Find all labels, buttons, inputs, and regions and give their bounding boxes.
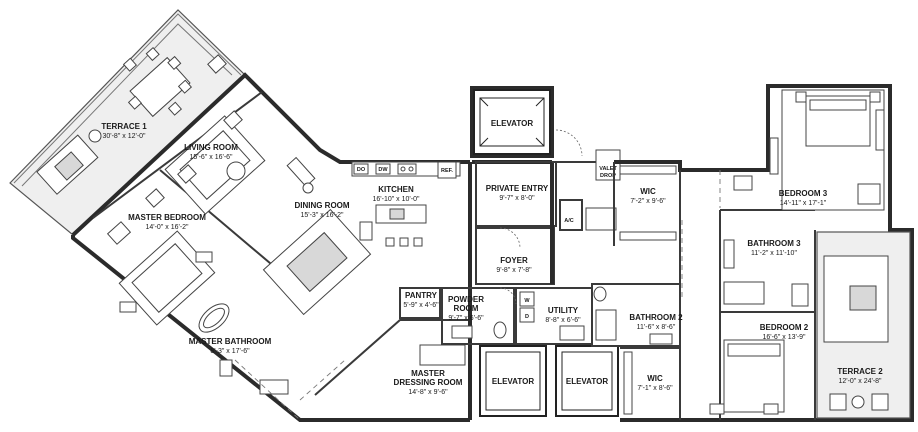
master-bathroom-fixtures — [198, 303, 301, 421]
dryer-label: D — [525, 314, 529, 320]
bedroom-3-label: BEDROOM 3 — [779, 189, 828, 198]
utility-label: UTILITY — [548, 306, 579, 315]
dining-room-furniture — [262, 182, 372, 316]
elevator-top — [473, 89, 551, 155]
bedroom-3-dims: 14'-11" x 17'-1" — [780, 200, 827, 207]
terrace-2-area — [816, 231, 911, 419]
terrace-2-dims: 12'-0" x 24'-8" — [838, 378, 882, 385]
powder-room-label-1: POWDER — [448, 295, 484, 304]
right-wing-walls — [591, 84, 914, 422]
elevator-top-label: ELEVATOR — [491, 119, 533, 128]
terrace-1-label: TERRACE 1 — [101, 122, 147, 131]
elevator-bottom-right-label: ELEVATOR — [566, 377, 608, 386]
elevator-bottom-left — [479, 345, 547, 417]
terrace-2-label: TERRACE 2 — [837, 367, 883, 376]
master-dressing-area — [299, 319, 470, 401]
powder-room-dims: 9'-7" x 6'-6" — [448, 315, 484, 322]
bathroom-3-dims: 11'-2" x 11'-10" — [751, 250, 797, 257]
master-bedroom-label: MASTER BEDROOM — [128, 213, 206, 222]
wic-1-fixtures — [619, 165, 677, 241]
powder-room-label-2: ROOM — [454, 304, 479, 313]
wic-1-label: WIC — [640, 187, 656, 196]
wic-2-fixtures — [623, 351, 633, 415]
utility-dims: 8'-8" x 6'-6" — [545, 317, 581, 324]
valet-label-1: VALET — [599, 166, 617, 172]
elevator-bottom-right — [555, 345, 619, 417]
terrace-1-dims: 30'-8" x 12'-0" — [102, 133, 146, 140]
master-bedroom-dims: 14'-0" x 16'-2" — [145, 224, 189, 231]
private-entry-label: PRIVATE ENTRY — [486, 184, 549, 193]
bathroom-2-label: BATHROOM 2 — [629, 313, 683, 322]
do-label: DO — [357, 167, 366, 173]
valet-label-2: DROP — [600, 173, 616, 179]
bedroom-2-dims: 16'-6" x 13'-9" — [762, 334, 806, 341]
private-entry-dims: 9'-7" x 8'-0" — [499, 195, 535, 202]
master-bathroom-dims: 8'-3" x 17'-6" — [210, 348, 250, 355]
master-bedroom-furniture — [106, 188, 216, 326]
living-room-furniture — [164, 110, 316, 215]
core-walls — [468, 86, 621, 420]
ref-label: REF. — [441, 168, 453, 174]
living-room-label: LIVING ROOM — [184, 143, 238, 152]
master-bathroom-label: MASTER BATHROOM — [189, 337, 272, 346]
kitchen-fixtures — [351, 161, 461, 247]
pantry-dims: 5'-9" x 4'-6" — [403, 302, 439, 309]
bedroom-2-label: BEDROOM 2 — [760, 323, 809, 332]
bedroom-3-furniture — [733, 89, 885, 211]
wic-2-dims: 7'-1" x 8'-6" — [637, 385, 673, 392]
dw-label: DW — [378, 167, 388, 173]
dining-room-dims: 15'-3" x 16'-2" — [300, 212, 344, 219]
foyer-dims: 9'-8" x 7'-8" — [496, 267, 532, 274]
wic-2-label: WIC — [647, 374, 663, 383]
kitchen-dims: 16'-10" x 10'-0" — [373, 196, 420, 203]
living-room-dims: 15'-6" x 16'-6" — [189, 154, 233, 161]
wic-1-dims: 7'-2" x 9'-6" — [630, 198, 666, 205]
bedroom-2-furniture — [709, 283, 809, 415]
bathroom-3-label: BATHROOM 3 — [747, 239, 801, 248]
pantry-label: PANTRY — [405, 291, 438, 300]
service-rooms — [399, 287, 593, 345]
washer-label: W — [524, 298, 530, 304]
master-dressing-label-2: DRESSING ROOM — [394, 378, 463, 387]
kitchen-label: KITCHEN — [378, 185, 414, 194]
foyer-label: FOYER — [500, 256, 528, 265]
master-dressing-label-1: MASTER — [411, 369, 445, 378]
elevator-bottom-left-label: ELEVATOR — [492, 377, 534, 386]
bathroom-2-fixtures — [593, 286, 673, 345]
master-dressing-dims: 14'-8" x 9'-6" — [408, 389, 448, 396]
dining-room-label: DINING ROOM — [294, 201, 349, 210]
bathroom-2-dims: 11'-6" x 8'-6" — [637, 324, 676, 331]
ac-label: A/C — [564, 218, 574, 224]
terrace-1-area — [9, 9, 246, 236]
